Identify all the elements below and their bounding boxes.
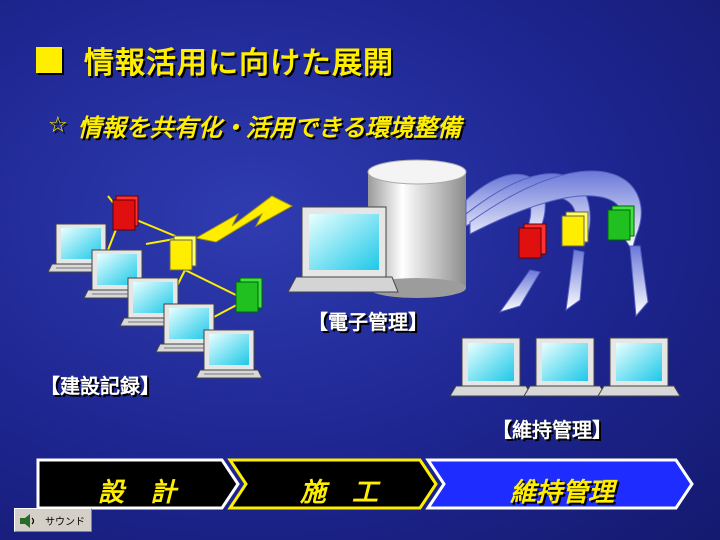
subtitle-row: ☆ 情報を共有化・活用できる環境整備 (48, 108, 461, 143)
label-construction-records: 【建設記録】 (40, 374, 160, 398)
sound-button[interactable]: サウンド (14, 508, 92, 532)
label-electronic-management: 【電子管理】 (308, 310, 428, 334)
laptop-icon (449, 337, 533, 397)
folder-green-icon (607, 205, 635, 241)
title-row: 情報活用に向けた展開 (36, 38, 394, 82)
phase-construction-label: 施 工 (300, 478, 379, 508)
title-bullet-square (36, 47, 62, 73)
label-maintenance-management: 【維持管理】 (492, 418, 612, 442)
page-title: 情報活用に向けた展開 (84, 46, 394, 81)
server-computer (287, 206, 399, 293)
phase-design-arrow (36, 458, 240, 510)
folder-yellow-icon (561, 211, 589, 247)
folder-yellow-icon (169, 235, 197, 271)
lightning-icon (194, 195, 294, 243)
folder-red-icon (518, 223, 547, 259)
phase-maintenance-arrow (425, 458, 694, 510)
sound-button-label: サウンド (45, 516, 85, 528)
laptop-icon (523, 337, 607, 397)
phase-design-label: 設 計 (98, 478, 177, 508)
laptop-icon (195, 329, 263, 379)
laptop-icon (597, 337, 681, 397)
speaker-icon (19, 513, 39, 528)
folder-green-icon (235, 277, 263, 313)
subtitle: 情報を共有化・活用できる環境整備 (77, 114, 462, 142)
star-icon: ☆ (48, 113, 68, 138)
phase-construction-arrow (227, 458, 438, 510)
distribution-arrows (465, 170, 649, 318)
phase-maintenance-label: 維持管理 (510, 478, 615, 508)
folder-red-icon (112, 195, 139, 231)
